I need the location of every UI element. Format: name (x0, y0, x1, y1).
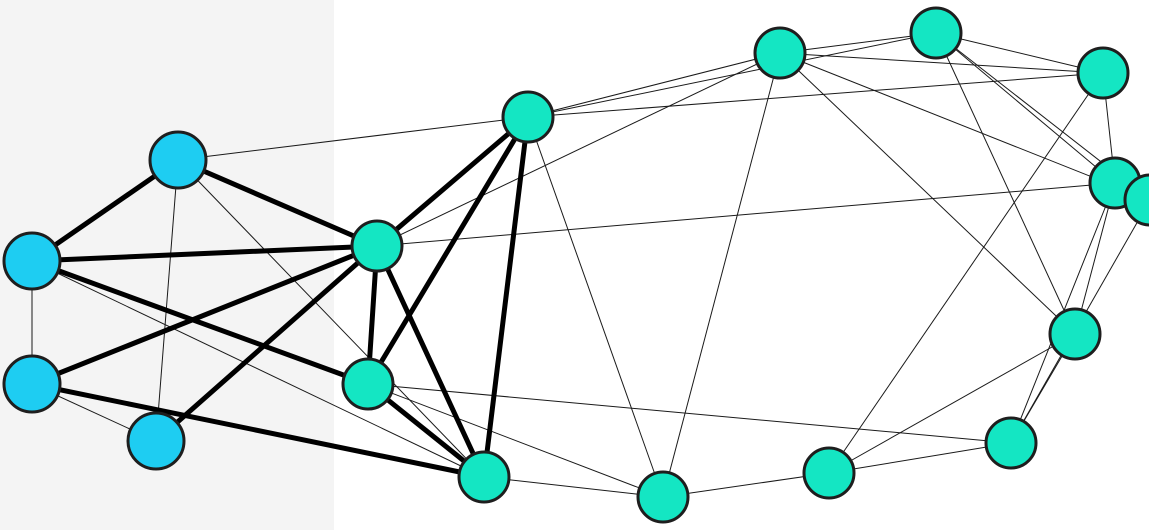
node-b12 (984, 416, 1038, 470)
edge-b6-b13 (779, 52, 1149, 201)
edge-b5-b6 (662, 52, 781, 498)
edge-a2-b2 (29, 243, 380, 264)
edge-b10-b12 (828, 442, 1012, 474)
edge-layer (29, 32, 1149, 498)
edge-a1-a2 (29, 157, 181, 264)
edge-b2-b4 (374, 243, 487, 480)
node-a1 (148, 130, 208, 190)
node-b6 (753, 26, 807, 80)
edge-b1-b3 (365, 114, 531, 387)
edge-b7-b9 (935, 32, 1116, 184)
edge-b1-b6 (527, 52, 781, 118)
edge-b1-b5 (527, 116, 664, 498)
node-b5 (636, 470, 690, 524)
edge-a1-b2 (175, 157, 380, 249)
edge-a1-b4 (177, 159, 485, 478)
edge-a4-b2 (153, 243, 380, 444)
node-b10 (802, 446, 856, 500)
edge-a1-a4 (155, 159, 179, 442)
edge-b6-b8 (779, 52, 1104, 74)
edge-b1-b2 (374, 114, 531, 249)
edge-a2-b4 (31, 260, 485, 478)
node-b7 (909, 6, 963, 60)
edge-a1-b1 (177, 116, 529, 161)
node-b8 (1076, 46, 1130, 100)
edge-b6-b11 (779, 52, 1076, 335)
edge-a3-b4 (29, 381, 487, 480)
edge-b1-b8 (527, 72, 1104, 118)
edge-b10-b11 (828, 333, 1076, 474)
edge-b1-b7 (527, 32, 937, 118)
node-b11 (1048, 307, 1102, 361)
edge-b7-b8 (935, 32, 1104, 74)
edge-b3-b12 (367, 383, 1012, 444)
edge-a3-b2 (29, 243, 380, 387)
edge-b5-b10 (662, 472, 830, 498)
edge-b3-b5 (367, 383, 664, 498)
edge-b4-b5 (483, 476, 664, 498)
node-b1 (501, 90, 555, 144)
edge-a2-b3 (29, 258, 371, 387)
edge-b8-b10 (828, 72, 1104, 474)
edge-b1-b4 (481, 114, 531, 480)
node-b4 (457, 450, 511, 504)
edge-b2-b6 (376, 52, 781, 247)
node-b2 (350, 219, 404, 273)
edge-b7-b11 (935, 32, 1076, 335)
node-a4 (126, 411, 186, 471)
node-a3 (2, 354, 62, 414)
node-a2 (2, 231, 62, 291)
node-b13 (1123, 173, 1149, 227)
node-layer (2, 6, 1149, 524)
node-b3 (341, 357, 395, 411)
edge-b2-b9 (376, 182, 1116, 247)
